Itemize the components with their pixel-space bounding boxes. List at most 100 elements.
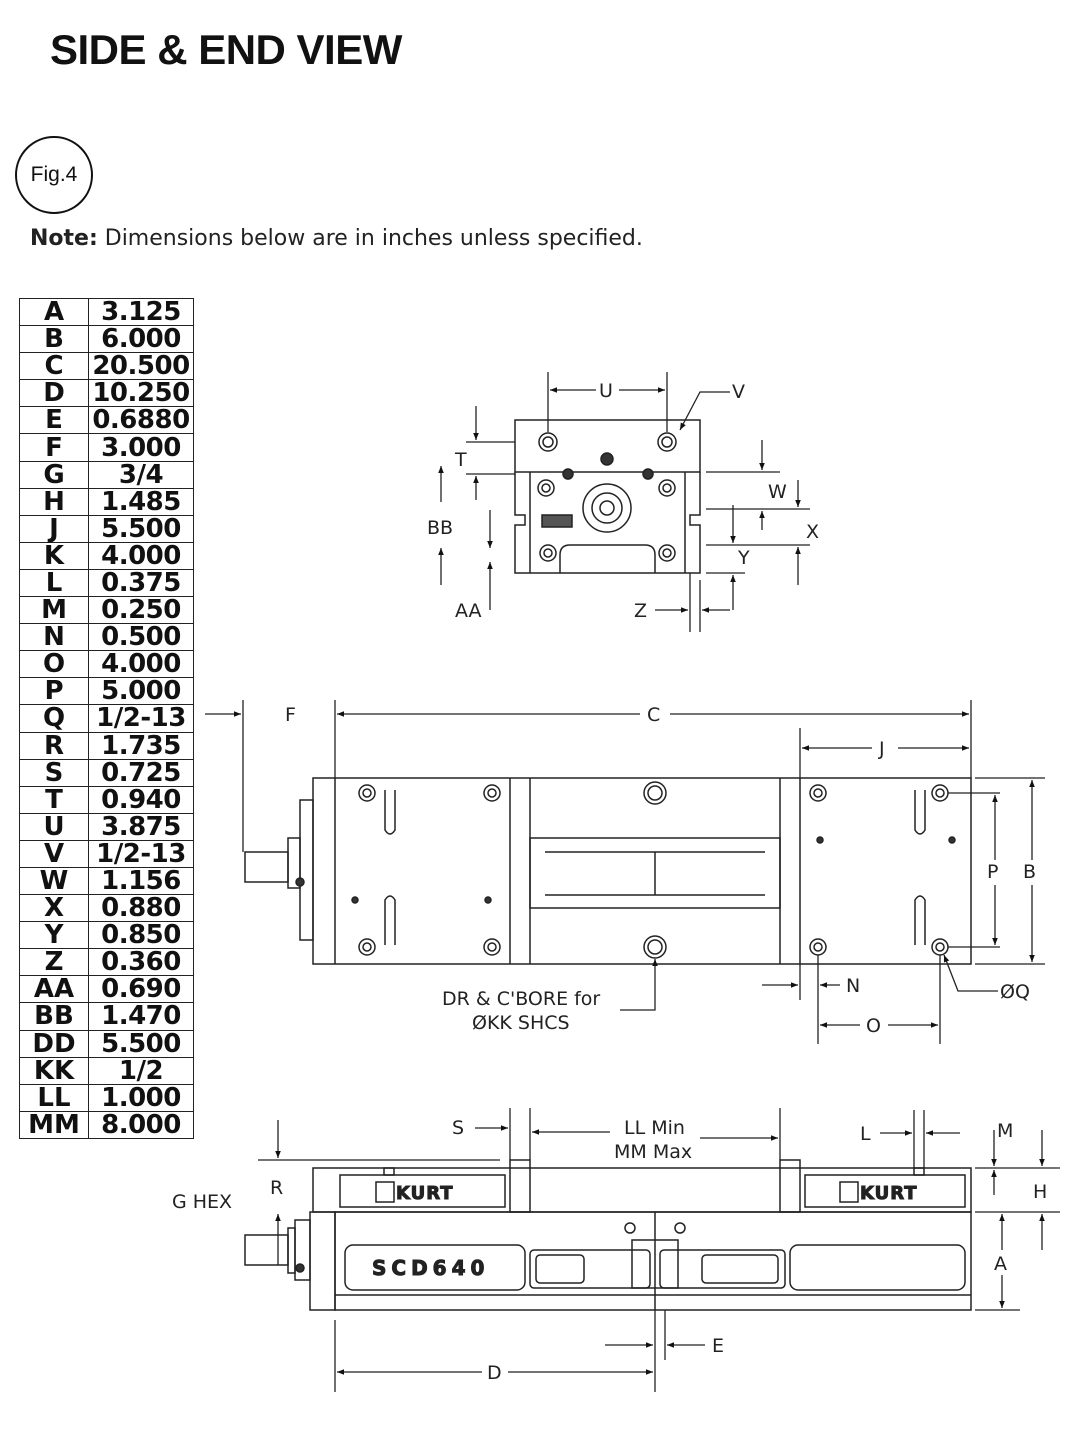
dimension-value: 5.500 <box>88 514 194 543</box>
label-m: M <box>997 1120 1013 1142</box>
end-view-body <box>514 472 701 574</box>
top-view <box>244 777 972 965</box>
top-view-body <box>312 777 972 965</box>
dimension-key: Q <box>19 704 89 733</box>
dimension-key: L <box>19 568 89 598</box>
callout-line1: DR & C'BORE for <box>442 988 600 1010</box>
label-c: C <box>647 704 660 726</box>
dimension-value: 10.250 <box>88 379 194 408</box>
dimension-value: 0.6880 <box>88 406 194 435</box>
label-s: S <box>452 1117 464 1139</box>
dimension-key: Z <box>19 948 89 977</box>
label-p: P <box>987 861 998 883</box>
label-o: O <box>866 1015 881 1037</box>
end-view-jaw <box>514 419 701 473</box>
callout-line2: ØKK SHCS <box>472 1012 570 1034</box>
note-bold: Note: <box>30 226 98 251</box>
dimension-value: 4.000 <box>88 541 194 570</box>
dimension-value: 0.360 <box>88 948 194 977</box>
page-title: SIDE & END VIEW <box>50 26 402 73</box>
label-r: R <box>270 1177 283 1199</box>
dimension-value: 0.250 <box>88 596 194 625</box>
dimension-value: 4.000 <box>88 650 194 679</box>
dimension-key: BB <box>19 1002 89 1031</box>
label-aa: AA <box>455 600 482 622</box>
dimension-key: G <box>19 460 89 489</box>
label-h: H <box>1033 1181 1047 1203</box>
dimension-key: LL <box>19 1083 89 1112</box>
top-view-labels: F C J P B N ØQ O DR & C'BORE for ØKK SHC… <box>285 704 1036 1037</box>
side-view-dimensions <box>258 1108 1060 1392</box>
label-bb: BB <box>427 517 453 539</box>
dimension-key: DD <box>19 1029 89 1058</box>
dimension-key: KK <box>19 1056 89 1085</box>
figure-label-text: Fig.4 <box>30 163 78 186</box>
label-n: N <box>846 975 860 997</box>
side-view-labels: S LL Min MM Max L M R H G HEX A E D <box>172 1117 1047 1384</box>
label-g-hex: G HEX <box>172 1191 232 1213</box>
end-view <box>514 419 701 574</box>
label-l: L <box>860 1123 871 1145</box>
dimension-key: MM <box>19 1110 89 1139</box>
label-w: W <box>768 481 787 503</box>
top-view-hex-shaft <box>244 851 289 883</box>
dimension-value: 0.500 <box>88 623 194 652</box>
dimension-key: T <box>19 785 89 814</box>
dimension-value: 1.735 <box>88 731 194 760</box>
note-text: Dimensions below are in inches unless sp… <box>97 226 643 251</box>
side-view-branding: KURT KURT SCD640 <box>372 1181 917 1281</box>
dimension-value: 6.000 <box>88 325 194 354</box>
label-z: Z <box>634 600 647 622</box>
label-e: E <box>712 1335 724 1357</box>
note: Note: Dimensions below are in inches unl… <box>30 226 643 251</box>
side-view <box>244 1159 972 1311</box>
dimension-value: 5.500 <box>88 1029 194 1058</box>
dimension-value: 3.000 <box>88 433 194 462</box>
dimension-key: W <box>19 866 89 896</box>
model-label: SCD640 <box>372 1256 489 1280</box>
label-v: V <box>732 381 745 403</box>
top-view-dimensions <box>205 700 1045 1044</box>
dimension-value: 1/2-13 <box>88 839 194 868</box>
label-b: B <box>1023 861 1036 883</box>
dimension-value: 1.156 <box>88 866 194 896</box>
dimension-key: D <box>19 379 89 408</box>
label-t: T <box>454 449 467 471</box>
brand-left: KURT <box>396 1183 454 1204</box>
label-x: X <box>806 521 819 543</box>
dimension-value: 1/2-13 <box>88 704 194 733</box>
dimension-key: AA <box>19 975 89 1004</box>
dimension-key: F <box>19 433 89 462</box>
dimension-key: Y <box>19 921 89 950</box>
end-view-labels: U V T W BB X Y AA Z <box>427 380 819 622</box>
label-mm: MM Max <box>614 1141 692 1163</box>
label-a: A <box>994 1253 1007 1275</box>
label-d: D <box>487 1362 502 1384</box>
dimension-key: U <box>19 812 89 841</box>
dimension-value: 1.000 <box>88 1083 194 1112</box>
dimension-key: V <box>19 839 89 868</box>
